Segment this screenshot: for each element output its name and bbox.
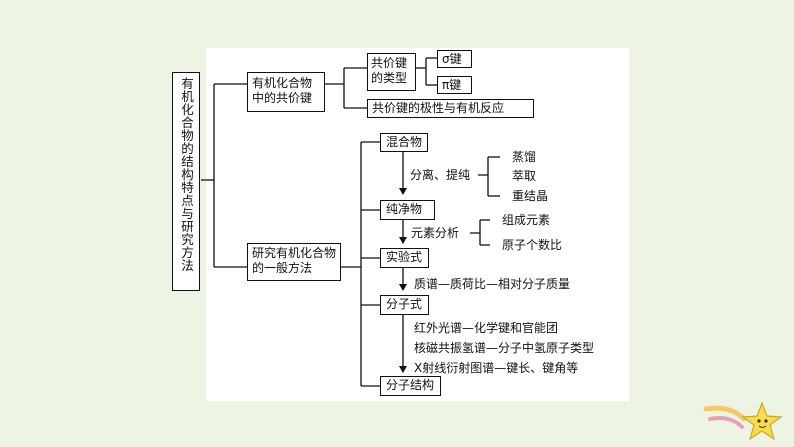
molecular-formula-label: 分子式: [386, 297, 423, 311]
method-distillation: 蒸馏: [512, 150, 537, 164]
sigma-bond-label: σ键: [442, 52, 462, 66]
method-extraction: 萃取: [512, 169, 537, 183]
atom-ratio: 原子个数比: [502, 238, 563, 252]
shooting-star-icon: [703, 401, 783, 441]
molecular-structure-label: 分子结构: [386, 378, 435, 392]
covalent-bond-label: 有机化合物中的共价键: [252, 76, 313, 105]
polarity-node: 共价键的极性与有机反应: [367, 99, 534, 118]
empirical-formula-node: 实验式: [380, 248, 429, 268]
mixture-label: 混合物: [386, 135, 423, 149]
bond-types-node: 共价键的类型: [367, 53, 416, 91]
diagram-title-box: 有机化合物的结构特点与研究方法: [172, 72, 200, 291]
element-analysis-label: 元素分析: [411, 226, 460, 240]
covalent-bond-node: 有机化合物中的共价键: [247, 72, 325, 112]
pi-bond-node: π键: [437, 76, 472, 94]
research-method-label: 研究有机化合物的一般方法: [252, 246, 337, 275]
ir-spectrum-label: 红外光谱—化学键和官能团: [414, 321, 559, 335]
pure-substance-label: 纯净物: [386, 202, 423, 216]
nmr-spectrum-label: 核磁共振氢谱—分子中氢原子类型: [414, 341, 595, 355]
method-recrystallization: 重结晶: [512, 189, 549, 203]
sigma-bond-node: σ键: [437, 50, 472, 68]
research-method-node: 研究有机化合物的一般方法: [247, 243, 341, 281]
empirical-formula-label: 实验式: [386, 250, 423, 264]
diagram-title: 有机化合物的结构特点与研究方法: [179, 77, 194, 272]
mixture-node: 混合物: [380, 133, 428, 152]
pi-bond-label: π键: [442, 78, 462, 92]
xray-diffraction-label: X射线衍射图谱—键长、键角等: [414, 361, 579, 375]
element-composition: 组成元素: [502, 213, 551, 227]
pure-substance-node: 纯净物: [380, 200, 435, 220]
molecular-formula-node: 分子式: [380, 295, 429, 315]
polarity-label: 共价键的极性与有机反应: [372, 101, 505, 115]
separation-label: 分离、提纯: [410, 168, 471, 182]
bond-types-label: 共价键的类型: [371, 56, 408, 85]
molecular-structure-node: 分子结构: [380, 376, 441, 396]
mass-spectrum-label: 质谱—质荷比—相对分子质量: [414, 277, 571, 291]
